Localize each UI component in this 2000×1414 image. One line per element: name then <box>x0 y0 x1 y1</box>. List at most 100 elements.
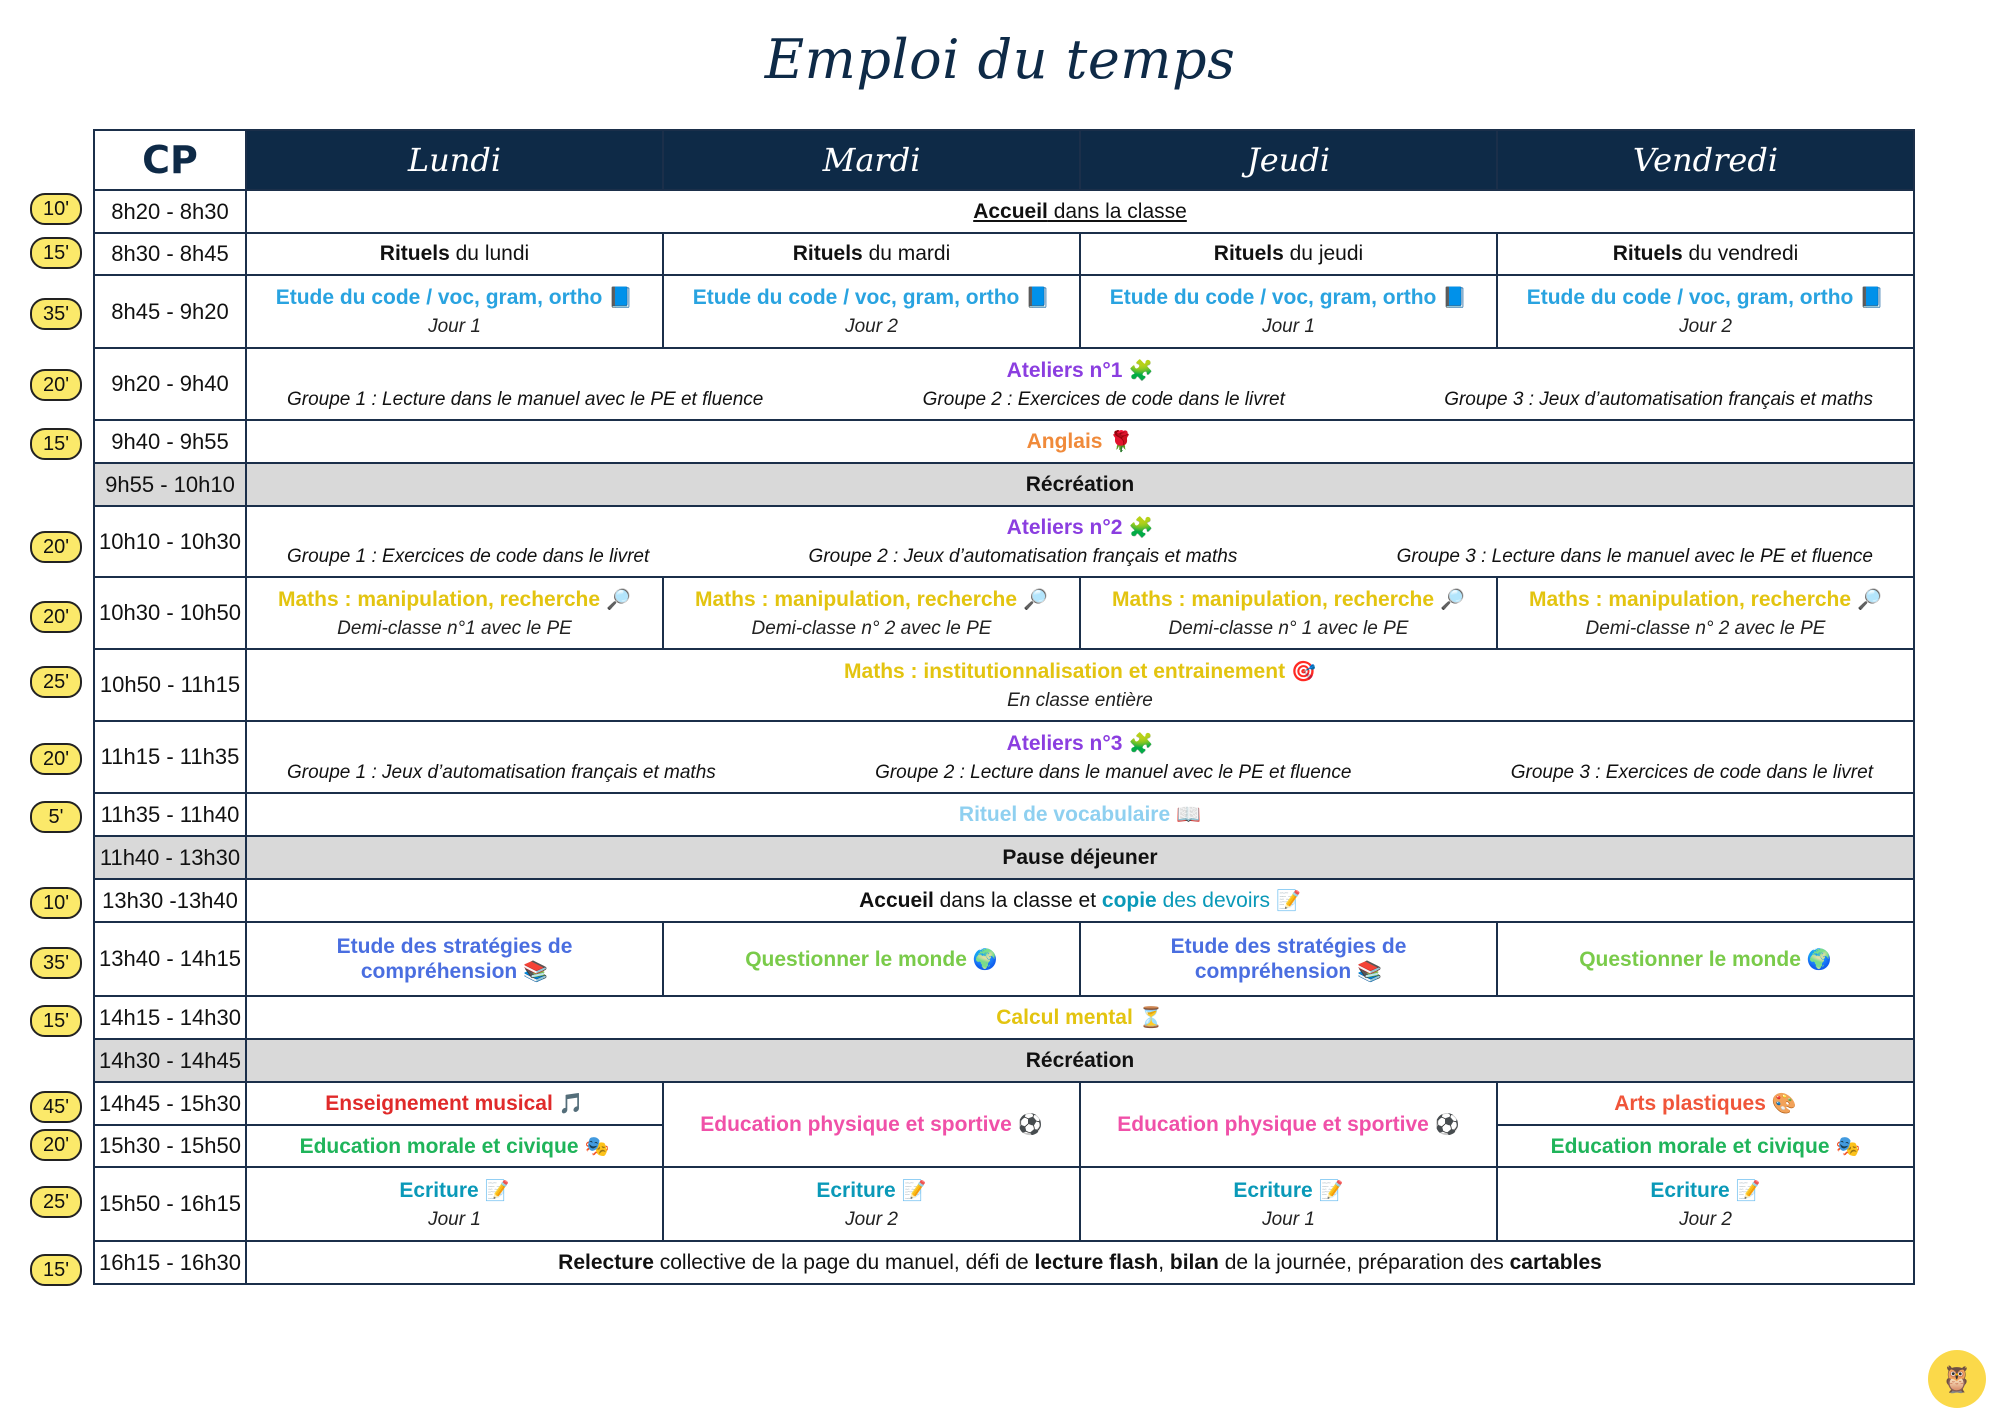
ateliers-cell: Ateliers n°2🧩 Groupe 1 : Exercices de co… <box>245 505 1915 578</box>
duration-badge: 25' <box>30 666 82 698</box>
time-cell: 10h50 - 11h15 <box>93 648 247 722</box>
table-row: 8h30 - 8h45 Rituels du lundi Rituels du … <box>93 232 1915 276</box>
maths-manip-cell: Maths : manipulation, recherche🔎Demi-cla… <box>1079 576 1498 650</box>
duration-badge: 20' <box>30 743 82 775</box>
day-header: Jeudi <box>1079 129 1498 191</box>
time-cell: 8h30 - 8h45 <box>93 232 247 276</box>
day-sub: Jour 2 <box>1679 1208 1732 1230</box>
relecture-part: lecture flash <box>1034 1250 1159 1274</box>
table-row: 9h55 - 10h10 Récréation <box>93 462 1915 507</box>
calcul-label: Calcul mental <box>996 1006 1133 1029</box>
book-icon: 📘 <box>1025 287 1051 309</box>
group-label: Groupe 2 : Jeux d’automatisation françai… <box>808 546 1238 567</box>
memo-icon: 📝 <box>1275 890 1301 912</box>
rituels-cell: Rituels du jeudi <box>1079 232 1498 276</box>
puzzle-icon: 🧩 <box>1128 359 1154 382</box>
etude-code-label: Etude du code / voc, gram, ortho <box>275 286 603 309</box>
table-row: 13h30 -13h40 Accueil dans la classe et c… <box>93 878 1915 923</box>
group-label: Groupe 1 : Exercices de code dans le liv… <box>287 546 650 567</box>
arts-cell: Arts plastiques🎨 <box>1496 1081 1915 1126</box>
duration-badge: 10' <box>30 887 82 919</box>
duration-badge: 45' <box>30 1091 82 1123</box>
accueil2-mid: dans la classe et <box>933 889 1102 912</box>
groups: Groupe 1 : Lecture dans le manuel avec l… <box>251 389 1909 411</box>
accueil2-rest: des devoirs <box>1156 889 1270 912</box>
qlm-cell: Questionner le monde🌍 <box>662 921 1081 997</box>
time-cell: 8h20 - 8h30 <box>93 189 247 234</box>
table-row: 15h50 - 16h15 Ecriture📝Jour 1 Ecriture📝J… <box>93 1166 1915 1242</box>
duration-badge: 20' <box>30 531 82 563</box>
table-row: 10h10 - 10h30 Ateliers n°2🧩 Groupe 1 : E… <box>93 505 1915 578</box>
time-cell: 13h40 - 14h15 <box>93 921 247 997</box>
emc-cell: Education morale et civique🎭 <box>245 1124 664 1168</box>
book-icon: 📘 <box>1859 287 1885 309</box>
etude-code-cell: Etude du code / voc, gram, ortho📘 Jour 1 <box>245 274 664 349</box>
table-row: 10h50 - 11h15 Maths : institutionnalisat… <box>93 648 1915 722</box>
time-cell: 14h45 - 15h30 <box>93 1081 247 1126</box>
day-sub: Jour 1 <box>428 316 481 337</box>
memo-icon: 📝 <box>901 1179 927 1202</box>
table-row: 11h15 - 11h35 Ateliers n°3🧩 Groupe 1 : J… <box>93 720 1915 794</box>
day-sub: Jour 2 <box>845 316 898 337</box>
maths-manip-cell: Maths : manipulation, recherche🔎Demi-cla… <box>245 576 664 650</box>
duration-badge: 15' <box>30 1254 82 1286</box>
time-cell: 9h20 - 9h40 <box>93 347 247 421</box>
time-cell: 14h30 - 14h45 <box>93 1038 247 1083</box>
rituel-voc-label: Rituel de vocabulaire <box>958 803 1171 826</box>
memo-icon: 📝 <box>1318 1179 1344 1202</box>
open-book-icon: 📖 <box>1176 804 1202 826</box>
demi-classe-sub: Demi-classe n° 1 avec le PE <box>1168 617 1409 639</box>
hourglass-icon: ⏳ <box>1138 1007 1164 1029</box>
group-label: Groupe 3 : Exercices de code dans le liv… <box>1510 761 1873 783</box>
table-row: 14h30 - 14h45 Récréation <box>93 1038 1915 1083</box>
books-icon: 📚 <box>1357 960 1383 983</box>
maths-inst-label: Maths : institutionnalisation et entrain… <box>844 659 1286 683</box>
relecture-part: bilan <box>1169 1250 1219 1274</box>
rose-icon: 🌹 <box>1108 431 1134 453</box>
magnifier-icon: 🔎 <box>1440 588 1465 611</box>
soccer-ball-icon: ⚽ <box>1017 1114 1043 1136</box>
table-row: 14h15 - 14h30 Calcul mental⏳ <box>93 995 1915 1040</box>
recreation-cell: Récréation <box>245 462 1915 507</box>
rituels-bold: Rituels <box>792 242 863 265</box>
ecriture-cell: Ecriture📝Jour 2 <box>1496 1166 1915 1242</box>
duration-badge: 35' <box>30 947 82 979</box>
book-icon: 📘 <box>608 287 634 309</box>
time-cell: 13h30 -13h40 <box>93 878 247 923</box>
maths-manip-label: Maths : manipulation, recherche <box>1529 587 1852 611</box>
strategies-line2: compréhension <box>1194 959 1352 983</box>
day-sub: Jour 2 <box>1679 316 1732 337</box>
table-row: 11h40 - 13h30 Pause déjeuner <box>93 835 1915 880</box>
duration-badge: 20' <box>30 601 82 633</box>
ecriture-cell: Ecriture📝Jour 2 <box>662 1166 1081 1242</box>
day-sub: Jour 1 <box>1262 316 1315 337</box>
time-cell: 9h55 - 10h10 <box>93 462 247 507</box>
rituels-cell: Rituels du mardi <box>662 232 1081 276</box>
header-row: CP Lundi Mardi Jeudi Vendredi <box>93 129 1915 191</box>
table-row: 16h15 - 16h30 Relecture collective de la… <box>93 1240 1915 1285</box>
rituels-rest: du jeudi <box>1283 242 1364 265</box>
ateliers-title: Ateliers n°1 <box>1006 358 1123 382</box>
day-sub: Jour 1 <box>428 1208 481 1230</box>
ecriture-cell: Ecriture📝Jour 1 <box>1079 1166 1498 1242</box>
music-icon: 🎵 <box>558 1093 584 1115</box>
maths-inst-cell: Maths : institutionnalisation et entrain… <box>245 648 1915 722</box>
globe-icon: 🌍 <box>1806 948 1832 971</box>
duration-badge: 25' <box>30 1186 82 1218</box>
emc-label: Education morale et civique <box>299 1134 579 1158</box>
day-header: Vendredi <box>1496 129 1915 191</box>
etude-code-cell: Etude du code / voc, gram, ortho📘Jour 1 <box>1079 274 1498 349</box>
accueil-rest: dans la classe <box>1047 199 1187 223</box>
rituels-bold: Rituels <box>1612 242 1683 265</box>
etude-code-label: Etude du code / voc, gram, ortho <box>1526 286 1854 309</box>
group-label: Groupe 1 : Lecture dans le manuel avec l… <box>287 388 764 410</box>
time-cell: 11h15 - 11h35 <box>93 720 247 794</box>
ecriture-label: Ecriture <box>1650 1178 1730 1202</box>
groups: Groupe 1 : Exercices de code dans le liv… <box>251 546 1909 568</box>
target-icon: 🎯 <box>1291 660 1316 683</box>
relecture-part: collective de la page du manuel, défi de <box>653 1250 1035 1274</box>
magnifier-icon: 🔎 <box>606 588 631 611</box>
pause-cell: Pause déjeuner <box>245 835 1915 880</box>
duration-badge: 15' <box>30 237 82 269</box>
